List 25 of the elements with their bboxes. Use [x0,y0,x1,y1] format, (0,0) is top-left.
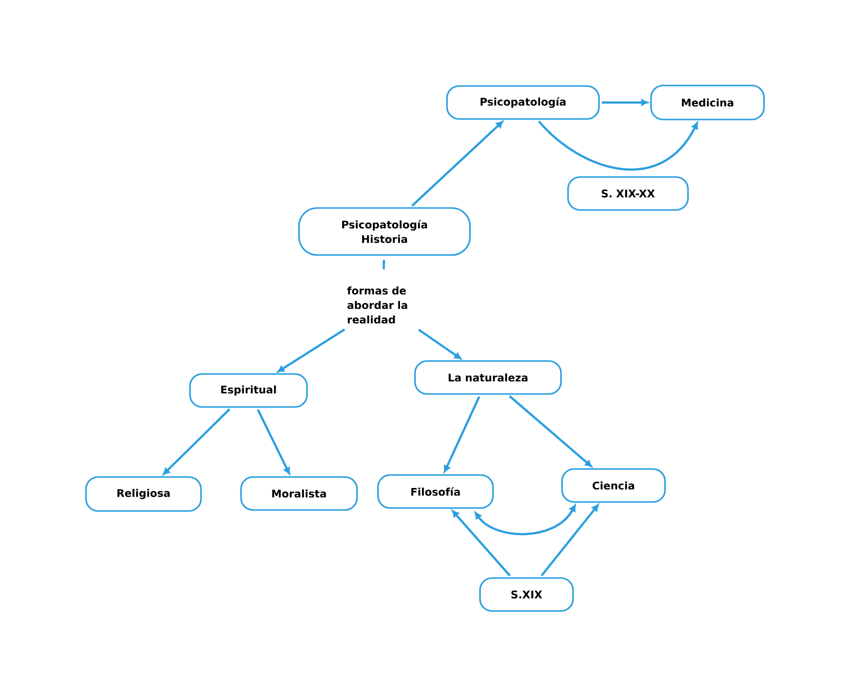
arrow [508,395,592,468]
arrow [162,408,230,475]
arrow [444,396,480,472]
rounded-box: S.XIX [479,577,574,612]
arrow [277,328,346,372]
rounded-box: Espiritual [189,373,308,408]
rounded-box: Moralista [240,476,358,511]
connector-line [382,260,386,270]
rounded-box: Psicopatología Historia [298,207,471,256]
arrow [256,409,290,474]
rounded-box: S. XIX-XX [567,176,689,211]
rounded-box: La naturaleza [414,360,562,395]
rounded-box: Medicina [650,84,765,120]
rounded-box: Ciencia [561,468,666,503]
rounded-box: Psicopatología [446,85,600,120]
arrow [418,328,462,360]
arrow [474,504,576,536]
arrow [411,121,504,207]
arrow [538,120,698,171]
arrow [602,99,648,106]
linking-phrase: formas de abordar la realidad [347,286,408,324]
arrow [540,504,599,576]
rounded-box: Filosofía [377,474,494,509]
arrow [452,510,511,576]
rounded-box: Religiosa [85,476,202,512]
